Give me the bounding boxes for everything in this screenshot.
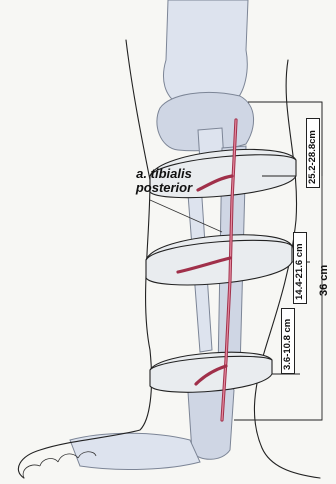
artery-label-line1: a. tibialis	[114, 167, 214, 181]
measurement-middle: 14.4-21.6 cm	[294, 243, 305, 300]
measurement-total: 36 cm	[318, 265, 330, 296]
artery-label: a. tibialis posterior	[114, 167, 214, 195]
label-leader	[150, 200, 222, 232]
femur-bone	[163, 0, 248, 104]
artery-label-line2: posterior	[114, 181, 214, 195]
leg-outline-left	[18, 40, 151, 478]
measurement-upper: 25.2-28.8cm	[307, 130, 318, 184]
measurement-lower: 3.6-10.8 cm	[282, 319, 293, 370]
